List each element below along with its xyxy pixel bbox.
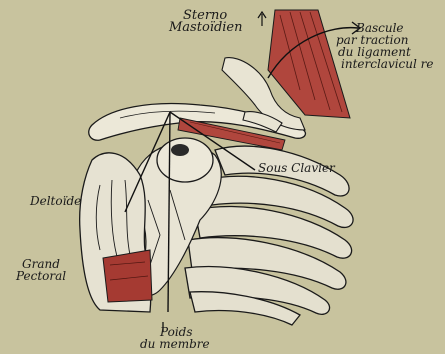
label-bascule-line4: interclavicul re [341, 58, 434, 70]
label-grand-line2: Pectoral [16, 270, 66, 282]
label-sous-clavier: Sous Clavier [258, 162, 335, 174]
label-poids-line2: du membre [140, 338, 210, 350]
label-sterno-mastoidien: Sterno Mastoïdien [183, 10, 243, 34]
pectoralis-major-muscle [103, 250, 152, 302]
label-deltoide-text: Deltoïde [30, 195, 81, 207]
label-poids-du-membre: Poids du membre [140, 326, 210, 350]
label-sous-clavier-text: Sous Clavier [258, 162, 335, 174]
label-grand-pectoral: Grand Pectoral [16, 258, 66, 282]
label-bascule: Bascule par traction du ligament intercl… [346, 22, 434, 70]
glenoid-fossa [171, 144, 189, 156]
label-deltoide: Deltoïde [30, 195, 81, 207]
humeral-head [157, 138, 213, 182]
label-sterno-line2: Mastoïdien [169, 22, 243, 34]
